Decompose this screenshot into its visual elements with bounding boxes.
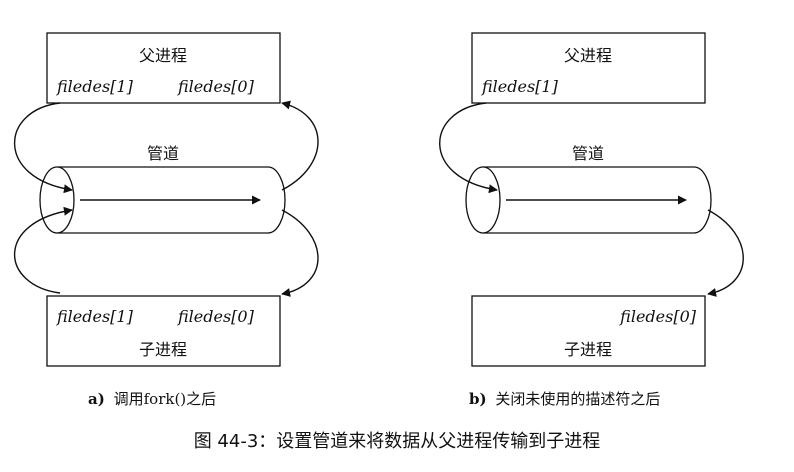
child-process-box-b bbox=[471, 295, 706, 367]
parent-process-title-a: 父进程 bbox=[139, 46, 187, 65]
child-process-title-a: 子进程 bbox=[139, 340, 187, 359]
child-process-title-b: 子进程 bbox=[564, 340, 612, 359]
caption-a: a) 调用fork()之后 bbox=[88, 390, 216, 408]
parent-process-box-a bbox=[46, 32, 281, 104]
pipe-label-a: 管道 bbox=[147, 144, 179, 163]
child-process-box-a bbox=[46, 295, 281, 367]
child-fd-write-label-a: filedes[1] bbox=[56, 307, 134, 326]
child-write-curve-a bbox=[13, 206, 73, 294]
caption-b-text: 关闭未使用的描述符之后 bbox=[495, 390, 660, 408]
parent-write-curve-a bbox=[13, 102, 73, 194]
parent-fd-write-label-a: filedes[1] bbox=[56, 77, 134, 96]
panel-a: 父进程 filedes[1] filedes[0] 管道 filedes[1] … bbox=[13, 32, 319, 408]
parent-fd-write-label-b: filedes[1] bbox=[481, 77, 559, 96]
caption-a-text: 调用fork()之后 bbox=[114, 390, 217, 408]
caption-a-letter: a) bbox=[88, 390, 105, 408]
child-fd-read-label-a: filedes[0] bbox=[177, 307, 255, 326]
parent-process-box-b bbox=[471, 32, 706, 104]
child-read-curve-b bbox=[707, 209, 744, 297]
child-fd-read-label-b: filedes[0] bbox=[619, 307, 697, 326]
figure-caption: 图 44-3：设置管道来将数据从父进程传输到子进程 bbox=[194, 431, 601, 452]
panel-b: 父进程 filedes[1] 管道 filedes[0] 子进程 b) 关闭未使… bbox=[439, 32, 744, 408]
parent-read-curve-a bbox=[281, 100, 319, 191]
caption-b-letter: b) bbox=[469, 390, 487, 408]
pipe-label-b: 管道 bbox=[572, 144, 604, 163]
child-read-curve-a bbox=[281, 209, 319, 297]
parent-write-curve-b bbox=[439, 102, 498, 194]
caption-b: b) 关闭未使用的描述符之后 bbox=[469, 390, 660, 408]
parent-process-title-b: 父进程 bbox=[564, 46, 612, 65]
parent-fd-read-label-a: filedes[0] bbox=[177, 77, 255, 96]
